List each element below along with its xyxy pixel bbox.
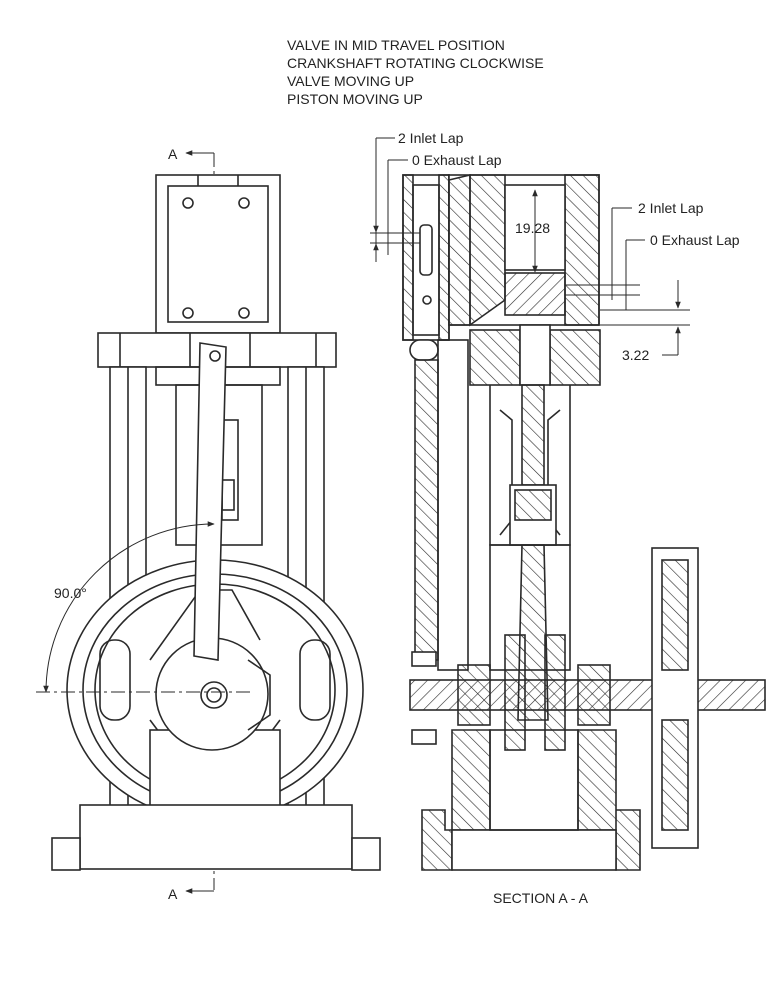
valve-exhaust-lap-label: 0 Exhaust Lap <box>412 152 502 168</box>
note-line-3: VALVE MOVING UP <box>287 73 414 89</box>
note-line-4: PISTON MOVING UP <box>287 91 423 107</box>
section-view: SECTION A - A <box>402 173 766 906</box>
note-line-1: VALVE IN MID TRAVEL POSITION <box>287 37 505 53</box>
angle-label: 90.0° <box>54 585 87 601</box>
piston-inlet-lap-label: 2 Inlet Lap <box>638 200 704 216</box>
front-view: A A <box>36 146 381 902</box>
notes-block: VALVE IN MID TRAVEL POSITION CRANKSHAFT … <box>287 37 544 107</box>
note-line-2: CRANKSHAFT ROTATING CLOCKWISE <box>287 55 544 71</box>
piston-exhaust-lap-label: 0 Exhaust Lap <box>650 232 740 248</box>
clearance-label: 3.22 <box>622 347 649 363</box>
valve-inlet-lap-label: 2 Inlet Lap <box>398 130 464 146</box>
section-marker-bottom: A <box>168 886 178 902</box>
stroke-gap-label: 19.28 <box>515 220 550 236</box>
section-title: SECTION A - A <box>493 890 589 906</box>
section-marker-top: A <box>168 146 178 162</box>
dimensions: 2 Inlet Lap 0 Exhaust Lap 19.28 2 Inlet … <box>370 130 740 363</box>
